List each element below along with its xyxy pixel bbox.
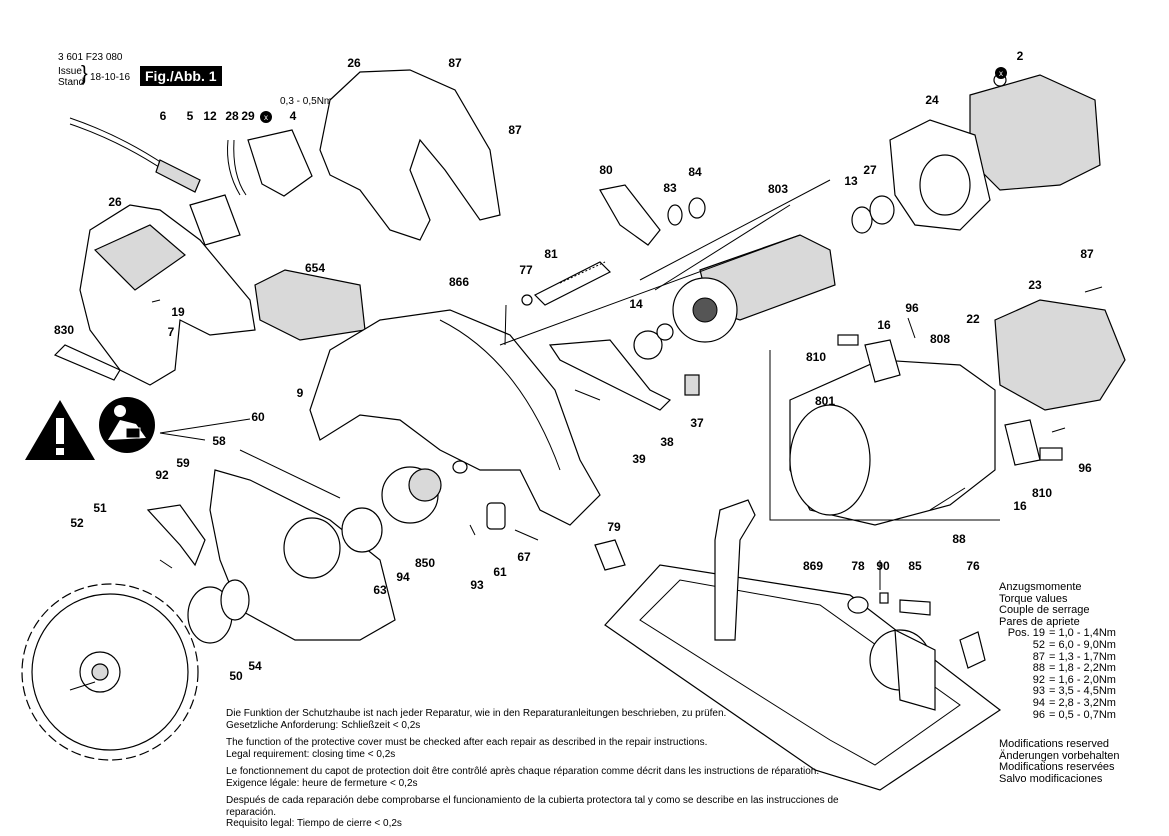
part-label: 96: [905, 301, 919, 315]
part-label: 79: [607, 520, 621, 534]
part-label: 92: [155, 468, 169, 482]
modifications-fr: Modifications reservées: [999, 761, 1115, 774]
modifications-es: Salvo modificaciones: [999, 772, 1103, 785]
torque-title-es: Pares de apriete: [999, 615, 1080, 628]
part-label: 801: [814, 394, 836, 408]
part-label: 61: [493, 565, 507, 579]
part-label: 866: [448, 275, 470, 289]
part-label: 810: [1031, 486, 1053, 500]
torque-table: Anzugsmomente Torque values Couple de se…: [999, 581, 1116, 721]
part-label: 5: [186, 109, 194, 123]
part-label: 19: [171, 305, 185, 319]
part-label: 12: [203, 109, 217, 123]
part-label: 87: [508, 123, 522, 137]
torque-row: 96= 0,5 - 0,7Nm: [1032, 708, 1116, 721]
torque-title-en: Torque values: [999, 592, 1068, 605]
part-label: 27: [863, 163, 877, 177]
torque-row: 94= 2,8 - 3,2Nm: [1032, 696, 1116, 709]
brace: }: [81, 63, 88, 85]
part-label: 2: [1016, 49, 1024, 63]
part-label: 76: [966, 559, 980, 573]
issue-label: Issue: [58, 66, 82, 77]
part-label: 90: [876, 559, 890, 573]
part-label: 810: [805, 350, 827, 364]
torque-row: 52= 6,0 - 9,0Nm: [1032, 638, 1116, 651]
part-label: 81: [544, 247, 558, 261]
modifications-de: Änderungen vorbehalten: [999, 749, 1120, 762]
note-fr-1: Le fonctionnement du capot de protection…: [226, 766, 820, 777]
part-label: 78: [851, 559, 865, 573]
part-label: 14: [629, 297, 643, 311]
part-label: 29: [241, 109, 255, 123]
modifications-note: Modifications reserved Änderungen vorbeh…: [999, 738, 1120, 785]
part-label: 13: [844, 174, 858, 188]
part-label: 85: [908, 559, 922, 573]
note-en-1: The function of the protective cover mus…: [226, 737, 708, 748]
part-label: 16: [877, 318, 891, 332]
note-en-2: Legal requirement: closing time < 0,2s: [226, 748, 396, 760]
part-label: 83: [663, 181, 677, 195]
part-label: 67: [517, 550, 531, 564]
part-label: 808: [929, 332, 951, 346]
part-label: 87: [448, 56, 462, 70]
part-label: 80: [599, 163, 613, 177]
part-label: 87: [1080, 247, 1094, 261]
part-label: 26: [347, 56, 361, 70]
part-label: 850: [414, 556, 436, 570]
note-de-2: Gesetzliche Anforderung: Schließzeit < 0…: [226, 719, 421, 731]
part-label: 16: [1013, 499, 1027, 513]
part-label: 830: [53, 323, 75, 337]
part-label: 39: [632, 452, 646, 466]
note-fr-2: Exigence légale: heure de fermeture < 0,…: [226, 777, 418, 789]
torque-row: 87= 1,3 - 1,7Nm: [1032, 650, 1116, 663]
modifications-en: Modifications reserved: [999, 738, 1110, 750]
part-label: 4: [289, 109, 297, 123]
part-label: 60: [251, 410, 265, 424]
part-label: 24: [925, 93, 939, 107]
part-label: 84: [688, 165, 702, 179]
part-label: 63: [373, 583, 387, 597]
part-label: 6: [159, 109, 167, 123]
part-label: 23: [1028, 278, 1042, 292]
torque-small-note: 0,3 - 0,5Nm: [280, 96, 333, 107]
part-label: 51: [93, 501, 107, 515]
part-label: 59: [176, 456, 190, 470]
part-label: 88: [952, 532, 966, 546]
part-label: 54: [248, 659, 262, 673]
part-label: 58: [212, 434, 226, 448]
part-label: 37: [690, 416, 704, 430]
note-es-2: Requisito legal: Tiempo de cierre < 0,2s: [226, 818, 402, 829]
part-label: 93: [470, 578, 484, 592]
part-label: 803: [767, 182, 789, 196]
figure-label: Fig./Abb. 1: [140, 66, 222, 86]
note-es-1: Después de cada reparación debe comproba…: [226, 795, 839, 818]
torque-row: 92= 1,6 - 2,0Nm: [1032, 673, 1116, 686]
torque-row: 88= 1,8 - 2,2Nm: [1032, 662, 1116, 675]
part-label: 26: [108, 195, 122, 209]
repair-notes: Die Funktion der Schutzhaube ist nach je…: [226, 708, 876, 836]
part-label: 38: [660, 435, 674, 449]
torque-title-de: Anzugsmomente: [999, 581, 1082, 593]
part-label: 7: [167, 325, 175, 339]
part-label: 77: [519, 263, 533, 277]
part-label: 9: [296, 386, 304, 400]
part-label: 52: [70, 516, 84, 530]
part-number: 3 601 F23 080: [58, 52, 123, 63]
issue-date: 18-10-16: [90, 72, 131, 83]
stand-label: Stand: [58, 77, 85, 88]
part-label: 50: [229, 669, 243, 683]
part-label: 96: [1078, 461, 1092, 475]
part-label: 869: [802, 559, 824, 573]
part-label: 654: [304, 261, 326, 275]
part-label: 94: [396, 570, 410, 584]
torque-row: Pos. 19= 1,0 - 1,4Nm: [1007, 627, 1116, 640]
part-label: 28: [225, 109, 239, 123]
note-de-1: Die Funktion der Schutzhaube ist nach je…: [226, 708, 727, 719]
torque-row: 93= 3,5 - 4,5Nm: [1032, 685, 1116, 698]
torque-title-fr: Couple de serrage: [999, 604, 1090, 617]
part-label: 22: [966, 312, 980, 326]
